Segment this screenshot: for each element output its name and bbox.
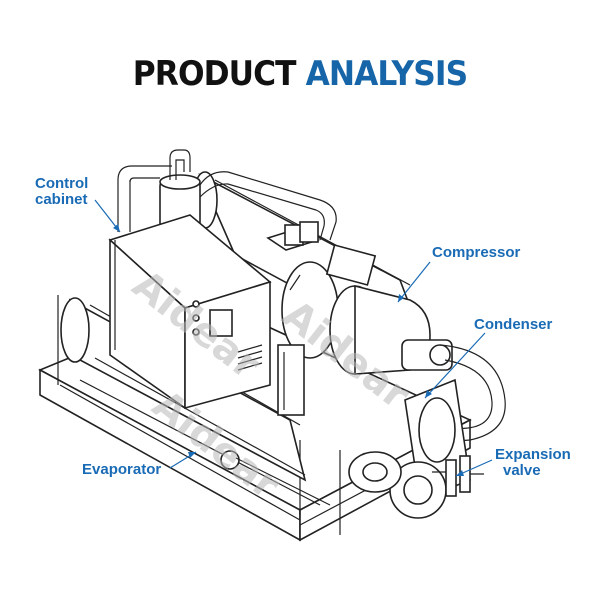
callout-evaporator: Evaporator <box>82 461 162 478</box>
water-box <box>348 378 471 519</box>
discharge-pipe <box>439 344 506 443</box>
callout-expansion-valve-line1: Expansion <box>495 446 571 463</box>
callout-leaders <box>94 199 493 477</box>
page-title: PRODUCT ANALYSIS <box>24 54 576 94</box>
compressor-support <box>277 344 305 416</box>
arrow-condenser <box>425 390 432 398</box>
leader-condenser <box>424 332 486 399</box>
callout-compressor: Compressor <box>432 244 521 261</box>
callout-expansion-valve: Expansion valve <box>495 447 571 479</box>
callout-condenser: Condenser <box>474 316 553 333</box>
title-word-analysis: ANALYSIS <box>305 54 469 94</box>
control-cabinet-box <box>108 214 272 410</box>
compressor-body <box>281 244 453 375</box>
arrow-compressor <box>398 294 404 302</box>
callout-control-cabinet-line1: Control <box>35 175 89 192</box>
arrow-expansion-valve <box>456 470 464 476</box>
arrow-evaporator <box>188 452 196 458</box>
top-piping <box>117 165 337 251</box>
arrow-control-cabinet <box>113 224 120 232</box>
title-word-product: PRODUCT <box>132 54 297 94</box>
callout-control-cabinet-line2: cabinet <box>35 191 88 208</box>
leader-compressor <box>397 261 431 303</box>
callout-control-cabinet: Control cabinet <box>35 176 88 208</box>
callout-expansion-valve-line2: valve <box>503 462 541 479</box>
